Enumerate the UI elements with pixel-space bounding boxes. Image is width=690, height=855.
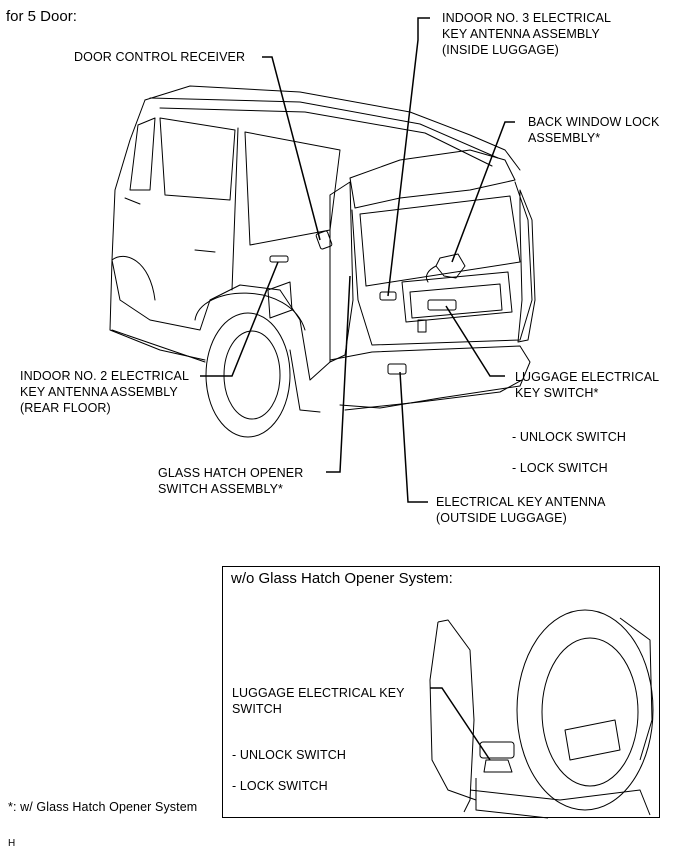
label-back-window-line1: BACK WINDOW LOCK bbox=[528, 115, 660, 129]
door-line bbox=[231, 127, 239, 291]
label-electrical-key-line1: ELECTRICAL KEY ANTENNA bbox=[436, 495, 606, 509]
fuel-door bbox=[267, 281, 293, 319]
bumper-lower bbox=[344, 379, 523, 411]
door-control-receiver-part bbox=[315, 230, 333, 250]
inset-body bbox=[437, 619, 475, 813]
inset-rim-detail bbox=[564, 719, 621, 761]
figure-code: H bbox=[8, 838, 16, 849]
inset-label-unlock: - UNLOCK SWITCH bbox=[232, 748, 346, 762]
inset-tail bbox=[429, 621, 477, 801]
inset-lower bbox=[475, 778, 549, 819]
diagram-heading: for 5 Door: bbox=[6, 8, 77, 25]
inset-bumper bbox=[469, 789, 651, 816]
label-electrical-key-line2: (OUTSIDE LUGGAGE) bbox=[436, 511, 567, 525]
rear-wheel-inner bbox=[223, 330, 281, 420]
inset-box: w/o Glass Hatch Opener System: bbox=[222, 566, 660, 818]
door-handle bbox=[194, 249, 216, 253]
inset-label-lock: - LOCK SWITCH bbox=[232, 779, 328, 793]
rocker bbox=[111, 329, 206, 363]
inset-switch-part bbox=[479, 741, 515, 759]
inset-spare-tire bbox=[516, 609, 654, 811]
label-glass-hatch-line2: SWITCH ASSEMBLY* bbox=[158, 482, 284, 496]
tail-light-left bbox=[329, 181, 354, 363]
leader-glass-hatch bbox=[326, 275, 351, 473]
inset-handle bbox=[483, 759, 513, 773]
label-luggage-switch-line2: KEY SWITCH* bbox=[515, 386, 599, 400]
inset-lamp bbox=[619, 617, 653, 761]
leader-back-window bbox=[451, 121, 515, 263]
inset-spare-rim bbox=[541, 637, 639, 787]
inset-title: w/o Glass Hatch Opener System: bbox=[231, 570, 453, 587]
door-handle-front bbox=[124, 197, 141, 205]
label-indoor2-line2: KEY ANTENNA ASSEMBLY bbox=[20, 385, 178, 399]
front-wheel-arch bbox=[111, 255, 156, 301]
label-unlock-switch: - UNLOCK SWITCH bbox=[512, 430, 626, 444]
label-indoor3-line1: INDOOR NO. 3 ELECTRICAL bbox=[442, 11, 611, 25]
leader-door-control bbox=[262, 56, 321, 241]
front-window bbox=[129, 117, 156, 191]
rear-quarter-window bbox=[244, 131, 341, 246]
luggage-switch-part bbox=[427, 299, 457, 311]
rear-glass bbox=[359, 195, 521, 287]
leader-electrical-key bbox=[399, 371, 428, 503]
label-lock-switch: - LOCK SWITCH bbox=[512, 461, 608, 475]
indoor-antenna-2-part bbox=[269, 255, 289, 263]
roof-rail-2 bbox=[159, 107, 493, 167]
side-lower bbox=[109, 259, 206, 361]
side-body bbox=[111, 99, 331, 381]
leader-indoor2 bbox=[200, 261, 279, 377]
leader-inset bbox=[430, 687, 491, 761]
tail-light-right bbox=[517, 189, 536, 343]
rear-bumper bbox=[329, 345, 531, 409]
footnote: *: w/ Glass Hatch Opener System bbox=[8, 800, 198, 814]
mud-guard bbox=[289, 349, 321, 413]
license-recess bbox=[401, 271, 513, 323]
inset-label-luggage-line1: LUGGAGE ELECTRICAL KEY bbox=[232, 686, 405, 700]
roof-rail bbox=[149, 97, 499, 159]
label-indoor2-line1: INDOOR NO. 2 ELECTRICAL bbox=[20, 369, 189, 383]
label-back-window-line2: ASSEMBLY* bbox=[528, 131, 601, 145]
label-glass-hatch-line1: GLASS HATCH OPENER bbox=[158, 466, 304, 480]
rear-wheel bbox=[205, 312, 291, 438]
leader-luggage-switch bbox=[445, 305, 505, 377]
label-indoor3-line2: KEY ANTENNA ASSEMBLY bbox=[442, 27, 600, 41]
spoiler bbox=[349, 149, 516, 209]
license-light bbox=[417, 319, 427, 333]
label-indoor3-line3: (INSIDE LUGGAGE) bbox=[442, 43, 559, 57]
label-luggage-switch-line1: LUGGAGE ELECTRICAL bbox=[515, 370, 660, 384]
inset-label-luggage-line2: SWITCH bbox=[232, 702, 282, 716]
rear-side-window bbox=[159, 117, 236, 201]
glass-hatch-part bbox=[387, 363, 407, 375]
roof-outline bbox=[144, 85, 521, 171]
license-plate bbox=[409, 283, 503, 319]
leader-indoor3 bbox=[387, 17, 430, 297]
wheel-arch bbox=[194, 292, 306, 331]
label-indoor2-line3: (REAR FLOOR) bbox=[20, 401, 111, 415]
back-window-lock-wire bbox=[425, 265, 437, 283]
rear-hatch bbox=[351, 181, 533, 346]
label-door-control-receiver: DOOR CONTROL RECEIVER bbox=[74, 50, 246, 64]
